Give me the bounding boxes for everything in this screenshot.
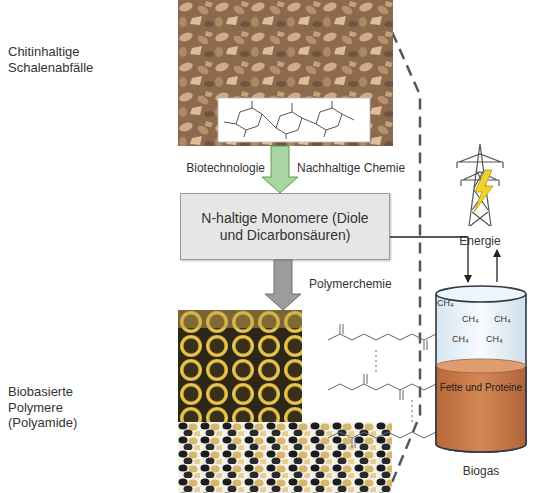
carbonyl-bond bbox=[340, 324, 427, 350]
pylon-node: Energie bbox=[445, 140, 515, 250]
edge-label: Polymerchemie bbox=[309, 277, 392, 291]
carbonyl-bond bbox=[364, 374, 403, 400]
hydrogen-bond bbox=[376, 350, 412, 422]
polymer-photo bbox=[178, 310, 478, 493]
gas-label: CH₄ bbox=[462, 314, 479, 325]
tank-body bbox=[436, 294, 526, 452]
sugar-ring bbox=[316, 108, 342, 130]
pipes-image bbox=[178, 310, 302, 422]
lightning-bolt bbox=[474, 170, 493, 212]
pipes-shade bbox=[178, 310, 302, 328]
method-label: Nachhaltige Chemie bbox=[297, 161, 405, 175]
glycosidic-bond bbox=[224, 114, 354, 128]
fluid-label: Fette und Proteine bbox=[438, 382, 524, 394]
process-box: N-haltige Monomere (Diole und Dicarbonsä… bbox=[180, 193, 390, 260]
flow-line bbox=[390, 237, 468, 282]
pellets-image bbox=[178, 422, 392, 493]
shell-waste-photo bbox=[178, 0, 393, 146]
carbonyl-bond bbox=[352, 422, 439, 448]
pylon-lattice bbox=[457, 144, 503, 226]
tank-outline bbox=[436, 366, 526, 452]
photo-node: Chitinhaltige Schalenabfälle bbox=[178, 0, 393, 146]
gas-label: CH₄ bbox=[437, 298, 454, 309]
node-heading: Biobasierte Polymere (Polyamide) bbox=[8, 384, 88, 431]
node-heading: Biogas bbox=[422, 464, 540, 478]
node-heading: Energie bbox=[435, 234, 525, 248]
block-arrow bbox=[262, 146, 298, 193]
node-heading: Chitinhaltige Schalenabfälle bbox=[8, 44, 148, 75]
method-label: Biotechnologie bbox=[160, 161, 265, 175]
gas-label: CH₄ bbox=[494, 314, 511, 325]
side-group bbox=[244, 101, 332, 139]
gas-label: CH₄ bbox=[452, 334, 469, 345]
block-arrow bbox=[265, 260, 301, 310]
structure-inset bbox=[218, 98, 370, 142]
flow-line bbox=[496, 250, 497, 282]
photo-tint bbox=[178, 0, 393, 146]
photo-texture bbox=[178, 0, 393, 146]
sugar-ring bbox=[276, 112, 302, 134]
chitin-structure bbox=[224, 101, 354, 139]
sugar-ring bbox=[236, 108, 262, 130]
box-text: N-haltige Monomere (Diole und Dicarbonsä… bbox=[181, 210, 389, 244]
tank-fluid bbox=[436, 366, 526, 452]
fluid-surface bbox=[436, 359, 526, 373]
gas-label: CH₄ bbox=[486, 334, 503, 345]
photo-node: Biobasierte Polymere (Polyamide) bbox=[178, 310, 395, 493]
power-pylon bbox=[445, 140, 515, 232]
